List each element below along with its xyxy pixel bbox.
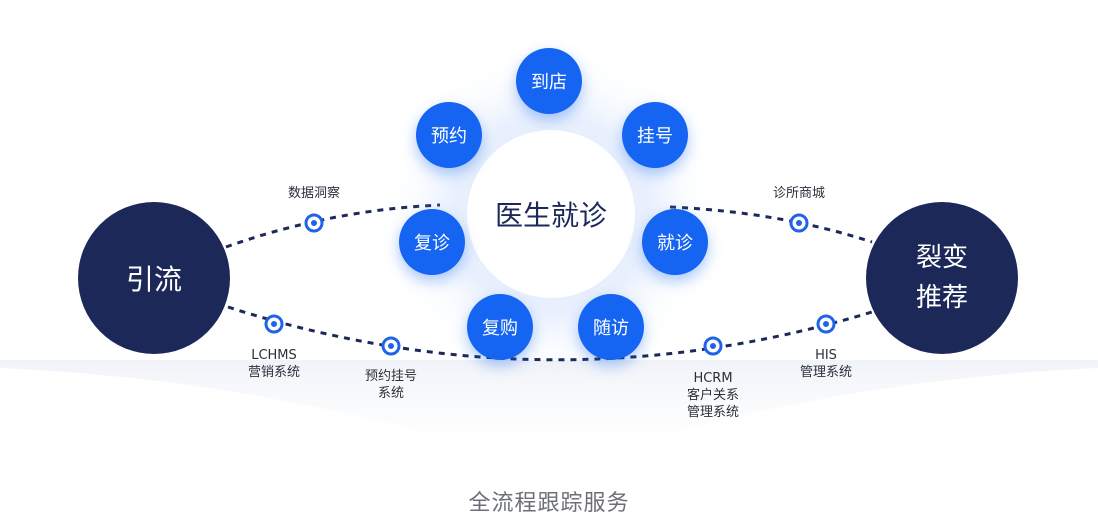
footer-caption: 全流程跟踪服务 bbox=[468, 491, 630, 516]
step-followup-label: 随访 bbox=[593, 318, 629, 339]
orbit-upper-right bbox=[669, 205, 873, 244]
marker-lchms bbox=[264, 314, 284, 334]
label-data-insight: 数据洞察 bbox=[287, 186, 340, 201]
step-repurchase: 复购 bbox=[467, 294, 533, 360]
orbit-upper-left bbox=[225, 203, 441, 249]
node-referral-label-line1: 裂变 bbox=[915, 243, 968, 273]
step-register: 挂号 bbox=[622, 102, 688, 168]
marker-hcrm bbox=[703, 336, 723, 356]
label-hcrm: HCRM 客户关系 管理系统 bbox=[686, 371, 739, 420]
step-revisit-label: 复诊 bbox=[414, 233, 450, 254]
step-followup: 随访 bbox=[578, 294, 644, 360]
center-label: 医生就诊 bbox=[494, 199, 607, 232]
step-appointment: 预约 bbox=[416, 102, 482, 168]
label-clinic-mall: 诊所商城 bbox=[772, 186, 825, 201]
label-his: HIS 管理系统 bbox=[799, 348, 852, 380]
step-consult: 就诊 bbox=[642, 209, 708, 275]
step-arrive-label: 到店 bbox=[531, 72, 567, 93]
label-booking: 预约挂号 系统 bbox=[364, 369, 417, 401]
center-circle: 医生就诊 bbox=[467, 130, 635, 298]
node-traffic: 引流 bbox=[78, 202, 230, 354]
marker-data-insight bbox=[304, 213, 324, 233]
node-traffic-label: 引流 bbox=[125, 263, 182, 296]
bottom-fan bbox=[0, 360, 1098, 470]
step-revisit: 复诊 bbox=[399, 209, 465, 275]
node-referral-label-line2: 推荐 bbox=[915, 283, 968, 313]
marker-his bbox=[816, 314, 836, 334]
marker-clinic-mall bbox=[789, 213, 809, 233]
label-lchms: LCHMS 营销系统 bbox=[247, 348, 300, 380]
step-appointment-label: 预约 bbox=[431, 126, 467, 147]
node-referral: 裂变 推荐 bbox=[866, 202, 1018, 354]
step-consult-label: 就诊 bbox=[657, 233, 693, 254]
orbit-lower bbox=[227, 305, 873, 362]
step-register-label: 挂号 bbox=[637, 126, 673, 147]
marker-booking bbox=[381, 336, 401, 356]
step-arrive: 到店 bbox=[516, 48, 582, 114]
step-repurchase-label: 复购 bbox=[482, 318, 518, 339]
